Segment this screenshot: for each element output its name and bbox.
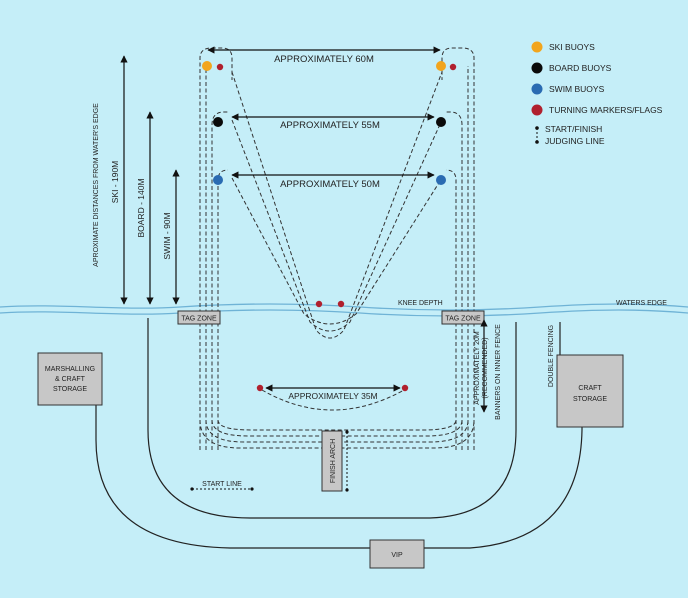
- legend-ski-label: SKI BUOYS: [549, 42, 595, 52]
- water-edge-line-lower: [0, 309, 688, 317]
- legend-judging-dot-top: [535, 126, 539, 130]
- banners-label: BANNERS ON INNER FENCE: [495, 324, 502, 420]
- finish-dot-top: [345, 430, 349, 434]
- swim-width-label: APPROXIMATELY 50M: [280, 179, 380, 190]
- board-buoy-left: [213, 117, 223, 127]
- legend-start-finish-label: START/FINISH: [545, 124, 602, 134]
- start-line-label: START LINE: [202, 481, 242, 488]
- outer-fence-right: [424, 405, 583, 549]
- beach-run-arc: [261, 389, 405, 411]
- tag-zone-right-box: [441, 310, 485, 325]
- marshalling-label-2: & CRAFT: [55, 376, 86, 383]
- board-buoy-right: [436, 117, 446, 127]
- ski-path-right-outer: [441, 47, 475, 450]
- knee-depth-label: KNEE DEPTH: [398, 300, 443, 307]
- board-path-left: [211, 111, 228, 450]
- ski-width-label: APPROXIMATELY 60M: [274, 54, 374, 65]
- double-fencing-label: DOUBLE FENCING: [548, 325, 555, 387]
- legend-swim-label: SWIM BUOYS: [549, 84, 605, 94]
- legend-turning-label: TURNING MARKERS/FLAGS: [549, 105, 663, 115]
- ski-buoy-left: [202, 61, 212, 71]
- v-path-board: [231, 119, 443, 332]
- turning-marker-ski-left: [216, 63, 224, 71]
- swim-buoy-left: [213, 175, 223, 185]
- turning-marker-beach-right: [401, 384, 409, 392]
- tag-zone-left-label: TAG ZONE: [181, 316, 217, 323]
- start-dot-right: [250, 487, 254, 491]
- waters-edge-label: WATERS EDGE: [616, 300, 667, 307]
- beach-width-label: APPROXIMATELY 35M: [288, 391, 377, 401]
- fence-distance-label-2: (RECOMMENDED): [482, 337, 489, 398]
- inner-fence: [147, 318, 517, 519]
- v-path-swim: [231, 177, 443, 325]
- tag-zone-left-box: [177, 310, 221, 325]
- craft-label-2: STORAGE: [573, 396, 607, 403]
- turning-marker-beach-left: [256, 384, 264, 392]
- craft-label-1: CRAFT: [578, 385, 602, 392]
- legend-ski-icon: [531, 41, 543, 53]
- craft-storage-box: [556, 354, 624, 428]
- swim-path-right: [445, 169, 457, 450]
- v-path-ski: [231, 71, 443, 339]
- tag-zone-right-label: TAG ZONE: [445, 316, 481, 323]
- outer-fence-left: [95, 360, 370, 549]
- start-dot-left: [190, 487, 194, 491]
- finish-dot-bottom: [345, 488, 349, 492]
- water-edge-line-upper: [0, 303, 688, 311]
- marshalling-label-1: MARSHALLING: [45, 366, 95, 373]
- legend-board-icon: [531, 62, 543, 74]
- fence-distance-label-1: APPROXIMATELY 20M: [474, 331, 481, 405]
- marshalling-label-3: STORAGE: [53, 386, 87, 393]
- finish-arch-box: [321, 430, 343, 492]
- swim-buoy-right: [436, 175, 446, 185]
- ski-buoy-right: [436, 61, 446, 71]
- ski-depth-label: SKI - 190M: [110, 161, 120, 204]
- legend-judging-label: JUDGING LINE: [545, 136, 605, 146]
- marshalling-box: [37, 352, 103, 406]
- legend: SKI BUOYS BOARD BUOYS SWIM BUOYS TURNING…: [531, 41, 663, 146]
- depth-arrows: SKI - 190M BOARD - 140M SWIM - 90M APROX…: [93, 55, 555, 420]
- swim-depth-label: SWIM - 90M: [162, 212, 172, 259]
- fences: [95, 318, 583, 549]
- turning-marker-knee-right: [337, 300, 345, 308]
- board-path-right: [446, 111, 463, 450]
- vip-box: [369, 539, 425, 569]
- structures: MARSHALLING & CRAFT STORAGE CRAFT STORAG…: [37, 310, 624, 569]
- legend-judging-dot-bottom: [535, 140, 539, 144]
- board-depth-label: BOARD - 140M: [136, 178, 146, 237]
- turning-marker-ski-right: [449, 63, 457, 71]
- width-arrows: APPROXIMATELY 60M APPROXIMATELY 55M APPR…: [207, 46, 441, 401]
- board-width-label: APPROXIMATELY 55M: [280, 120, 380, 131]
- legend-swim-icon: [531, 83, 543, 95]
- legend-board-label: BOARD BUOYS: [549, 63, 612, 73]
- ski-path-left-outer: [199, 47, 233, 450]
- finish-arch-label: FINISH ARCH: [330, 439, 337, 483]
- vip-label: VIP: [391, 552, 403, 559]
- buoys: [202, 61, 457, 392]
- turning-marker-knee-left: [315, 300, 323, 308]
- depth-axis-title: APROXIMATE DISTANCES FROM WATER'S EDGE: [93, 103, 100, 267]
- return-loop-4: [217, 419, 457, 431]
- legend-turning-icon: [531, 104, 543, 116]
